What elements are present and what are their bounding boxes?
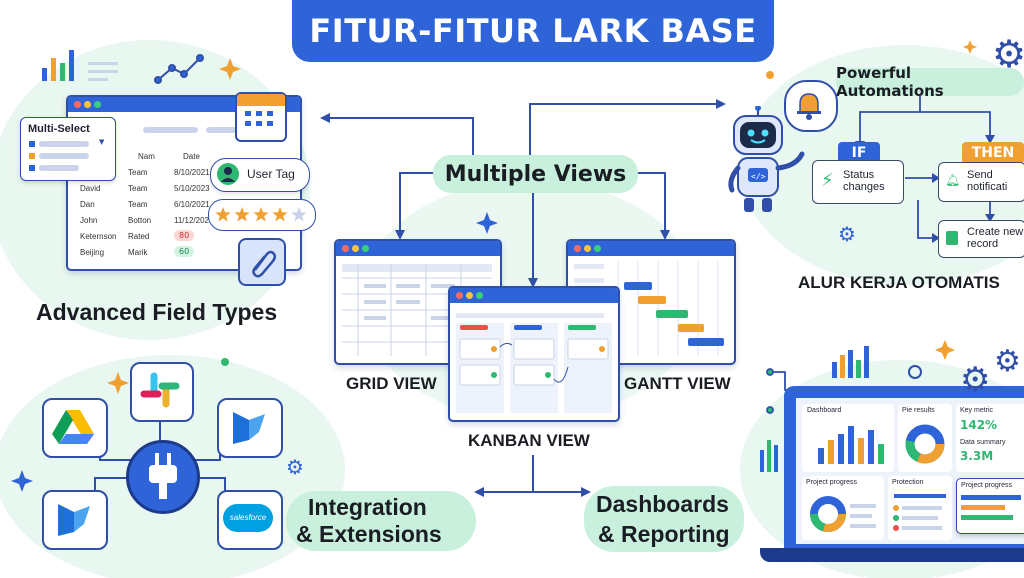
dashboard-panel-title: Dashboard: [807, 407, 842, 414]
robot-icon: </>: [722, 105, 806, 218]
protection-panel-title: Protection: [892, 479, 924, 486]
dynamics-icon[interactable]: [217, 398, 283, 458]
if-badge: IF: [838, 142, 880, 164]
progress-donut-icon: [810, 496, 876, 532]
lightning-icon: ⚡: [821, 170, 834, 191]
page-title: FITUR-FITUR LARK BASE: [292, 0, 774, 62]
automations-pill: Powerful Automations: [836, 64, 1024, 100]
send-notification-box[interactable]: 🔔︎ Send notificati: [938, 162, 1024, 202]
paperclip-icon: [238, 238, 286, 286]
progress-bars-icon: [961, 495, 1021, 520]
table-header-name: Nam: [138, 152, 155, 161]
summary-panel-title: Data summary: [960, 439, 1006, 446]
project-progress-title: Project progress: [806, 479, 857, 486]
calendar-icon: [235, 92, 287, 142]
integration-label-line2: & Extensions: [296, 521, 442, 547]
gear-dashboard-small-icon: ⚙: [994, 344, 1021, 379]
kanban-view-window[interactable]: [448, 286, 620, 422]
then-badge: THEN: [962, 142, 1024, 164]
gantt-view-label: GANTT VIEW: [624, 374, 731, 393]
pie-panel[interactable]: Pie results: [898, 404, 952, 472]
protection-list-icon: [893, 494, 946, 531]
bell-small-icon: 🔔︎: [945, 173, 961, 187]
salesforce-label: salesforce: [229, 513, 267, 522]
rating-stars[interactable]: [208, 199, 316, 231]
document-edit-icon: [946, 231, 958, 245]
star: [234, 207, 250, 222]
pie-panel-title: Pie results: [902, 407, 935, 414]
star: [253, 207, 269, 222]
kanban-board-icon: [456, 313, 612, 413]
star: [272, 207, 288, 222]
user-tag-chip[interactable]: User Tag: [210, 158, 310, 192]
metric-value: 142%: [960, 418, 998, 432]
condition-box[interactable]: ⚡ Status changes: [812, 160, 904, 204]
gear-icon: ⚙: [838, 222, 856, 246]
dashboards-label-line1: Dashboards: [596, 491, 729, 517]
bell-icon: [784, 80, 838, 132]
donut-chart-icon: [905, 424, 945, 464]
table-header-date: Date: [183, 152, 200, 161]
laptop-base: [760, 548, 1024, 562]
salesforce-icon[interactable]: salesforce: [217, 490, 283, 550]
multi-select-card[interactable]: Multi-Select ▼: [20, 117, 116, 181]
trend-line-icon: [154, 54, 204, 84]
mini-bar-chart-icon: [42, 50, 118, 81]
slack-icon[interactable]: [130, 362, 194, 422]
google-drive-icon[interactable]: [42, 398, 108, 458]
svg-text:</>: </>: [751, 172, 766, 181]
project-progress-panel[interactable]: Project progress: [802, 476, 884, 540]
dashboards-label-line2: & Reporting: [598, 521, 730, 547]
multiple-views-pill: Multiple Views: [433, 155, 638, 193]
star: [291, 207, 307, 222]
integration-label: [286, 491, 476, 551]
integration-label-line1: Integration: [308, 494, 427, 520]
field-types-label: Advanced Field Types: [36, 299, 278, 325]
star-icon: [215, 207, 307, 222]
create-record-label: Create new record: [967, 226, 1024, 250]
plug-hub-icon: [126, 440, 200, 514]
multi-select-label: Multi-Select: [28, 123, 90, 135]
dashboard-panel[interactable]: Dashboard: [802, 404, 894, 472]
condition-label: Status changes: [843, 169, 885, 193]
project-progress-card-title: Project progress: [961, 482, 1012, 489]
gear-dashboard-icon: ⚙: [960, 360, 991, 400]
mini-column-chart-icon: [760, 346, 869, 472]
protection-panel[interactable]: Protection: [888, 476, 952, 540]
create-record-box[interactable]: Create new record: [938, 220, 1024, 258]
project-progress-card[interactable]: Project progress: [956, 478, 1024, 534]
automation-subtitle: ALUR KERJA OTOMATIS: [798, 273, 1000, 292]
gear-small-icon: ⚙: [286, 455, 304, 479]
metric-panel-title: Key metric: [960, 407, 994, 414]
metric-panel[interactable]: Key metric 142% Data summary 3.3M: [956, 404, 1024, 472]
star: [215, 207, 231, 222]
gear-large-icon: ⚙: [992, 32, 1024, 76]
user-avatar-icon: [217, 163, 239, 185]
summary-value: 3.3M: [960, 449, 994, 463]
chevron-down-icon: ▼: [99, 138, 105, 146]
kanban-view-label: KANBAN VIEW: [468, 431, 590, 450]
send-notification-label: Send notificati: [967, 169, 1008, 193]
dashboard-bar-chart-icon: [818, 426, 884, 464]
user-tag-label: User Tag: [247, 167, 295, 181]
grid-view-label: GRID VIEW: [346, 374, 437, 393]
power-automate-icon[interactable]: [42, 490, 108, 550]
dashboards-label: [584, 486, 744, 552]
